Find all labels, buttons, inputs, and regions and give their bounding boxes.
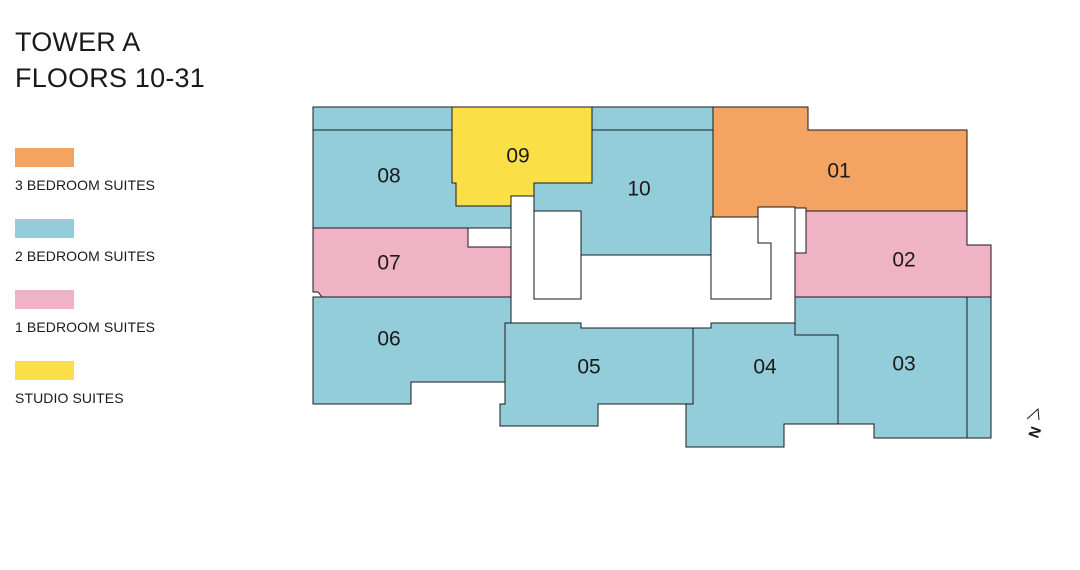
legend-item-one-bedroom: 1 BEDROOM SUITES bbox=[15, 290, 155, 361]
suite-03[interactable] bbox=[794, 296, 992, 439]
legend-swatch-studio bbox=[15, 361, 74, 380]
suite-label-05: 05 bbox=[577, 356, 600, 379]
north-arrow-pointer-icon bbox=[1026, 407, 1040, 421]
tower-name: TOWER A bbox=[15, 27, 141, 57]
legend-item-studio: STUDIO SUITES bbox=[15, 361, 155, 432]
floor-range: FLOORS 10-31 bbox=[15, 63, 205, 93]
legend-label-three-bedroom: 3 BEDROOM SUITES bbox=[15, 177, 156, 193]
north-arrow-icon: N bbox=[1025, 407, 1048, 444]
suite-04[interactable] bbox=[685, 322, 839, 448]
suite-label-03: 03 bbox=[892, 353, 915, 376]
suite-label-06: 06 bbox=[377, 328, 400, 351]
legend-label-one-bedroom: 1 BEDROOM SUITES bbox=[15, 319, 156, 335]
legend-item-two-bedroom: 2 BEDROOM SUITES bbox=[15, 219, 155, 290]
legend-swatch-two-bedroom bbox=[15, 219, 74, 238]
page-title: TOWER A FLOORS 10-31 bbox=[15, 24, 205, 96]
suite-label-02: 02 bbox=[892, 249, 915, 272]
legend-swatch-three-bedroom bbox=[15, 148, 74, 167]
suite-label-10: 10 bbox=[627, 178, 650, 201]
building-core bbox=[467, 195, 807, 329]
legend-label-studio: STUDIO SUITES bbox=[15, 390, 124, 406]
north-label: N bbox=[1025, 424, 1046, 441]
legend: 3 BEDROOM SUITES 2 BEDROOM SUITES 1 BEDR… bbox=[15, 148, 155, 432]
suite-06[interactable] bbox=[312, 296, 512, 405]
legend-swatch-one-bedroom bbox=[15, 290, 74, 309]
suite-label-04: 04 bbox=[753, 356, 777, 379]
suite-label-08: 08 bbox=[377, 165, 400, 188]
suite-label-07: 07 bbox=[377, 252, 400, 275]
suite-label-01: 01 bbox=[827, 160, 850, 183]
legend-label-two-bedroom: 2 BEDROOM SUITES bbox=[15, 248, 156, 264]
suite-label-09: 09 bbox=[506, 145, 529, 168]
legend-item-three-bedroom: 3 BEDROOM SUITES bbox=[15, 148, 155, 219]
